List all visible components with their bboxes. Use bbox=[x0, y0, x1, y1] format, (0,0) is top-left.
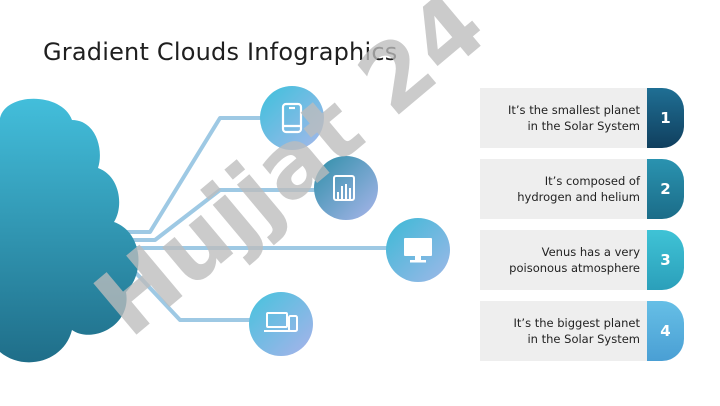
item-text: It’s the smallest planet in the Solar Sy… bbox=[508, 88, 640, 148]
item-text: It’s composed of hydrogen and helium bbox=[517, 159, 640, 219]
item-box bbox=[480, 88, 648, 148]
item-line-1: It’s the smallest planet bbox=[507, 103, 640, 117]
item-line-2: in the Solar System bbox=[527, 332, 640, 346]
item-number-tab: 1 bbox=[647, 88, 684, 148]
item-line-1: It’s composed of bbox=[544, 174, 640, 188]
list-item-4: It’s the biggest planet in the Solar Sys… bbox=[480, 301, 684, 361]
item-line-1: Venus has a very bbox=[541, 245, 640, 259]
item-number: 4 bbox=[660, 322, 671, 340]
page-title: Gradient Clouds Infographics bbox=[43, 38, 398, 66]
item-line-2: poisonous atmosphere bbox=[509, 261, 640, 275]
list-item-2: It’s composed of hydrogen and helium 2 bbox=[480, 159, 684, 219]
item-text: It’s the biggest planet in the Solar Sys… bbox=[514, 301, 640, 361]
item-line-1: It’s the biggest planet bbox=[513, 316, 640, 330]
item-number: 2 bbox=[660, 180, 671, 198]
item-line-2: hydrogen and helium bbox=[517, 190, 640, 204]
icon-circle-1 bbox=[260, 86, 324, 150]
hand-pointer-icon bbox=[333, 175, 355, 201]
item-number: 1 bbox=[660, 109, 671, 127]
item-number-tab: 2 bbox=[647, 159, 684, 219]
item-box bbox=[480, 230, 648, 290]
list-item-1: It’s the smallest planet in the Solar Sy… bbox=[480, 88, 684, 148]
item-number-tab: 4 bbox=[647, 301, 684, 361]
item-box bbox=[480, 301, 648, 361]
desktop-monitor-icon bbox=[404, 238, 432, 263]
icon-circle-4 bbox=[249, 292, 313, 356]
item-number-tab: 3 bbox=[647, 230, 684, 290]
cloud-shape bbox=[0, 98, 139, 363]
item-line-2: in the Solar System bbox=[527, 119, 640, 133]
item-number: 3 bbox=[660, 251, 671, 269]
item-text: Venus has a very poisonous atmosphere bbox=[509, 230, 640, 290]
devices-icon bbox=[264, 312, 298, 332]
mobile-phone-icon bbox=[281, 102, 303, 134]
connector-lines bbox=[118, 116, 388, 322]
item-box bbox=[480, 159, 648, 219]
list-item-3: Venus has a very poisonous atmosphere 3 bbox=[480, 230, 684, 290]
